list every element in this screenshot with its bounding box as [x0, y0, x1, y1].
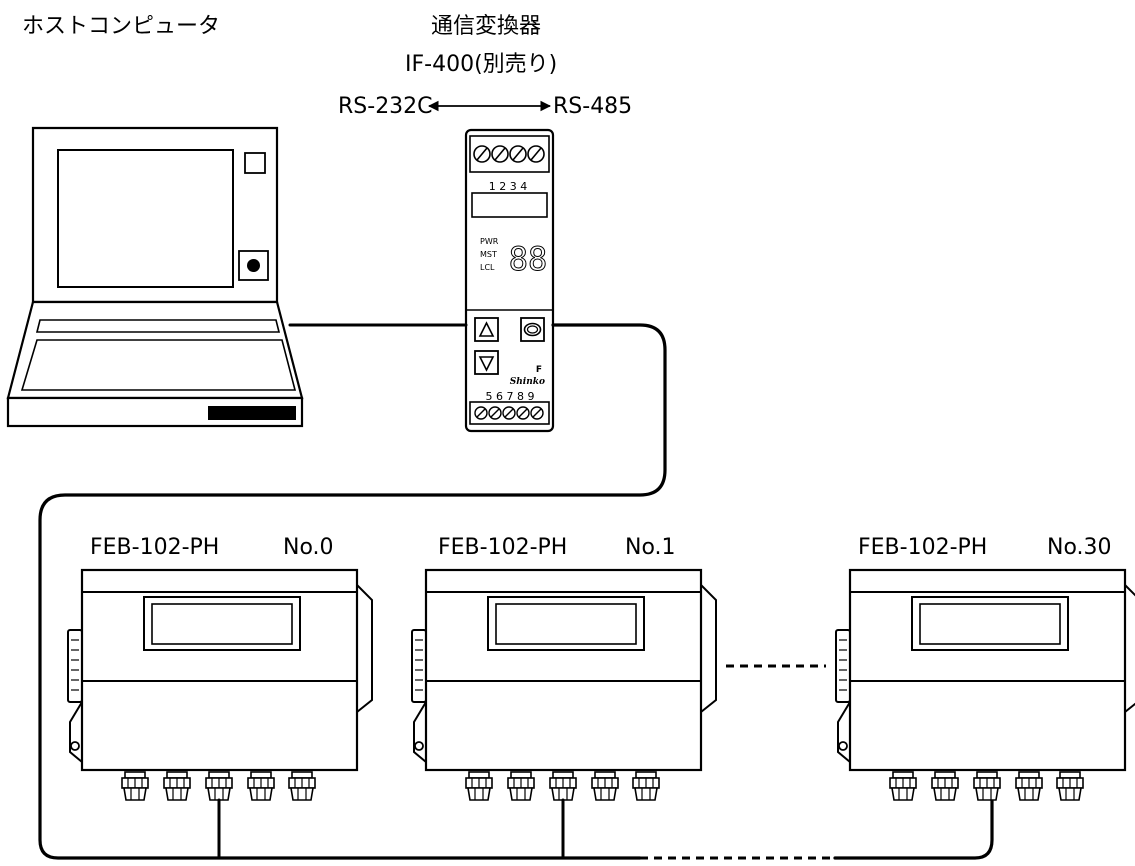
feb-unit-1-icon — [412, 570, 716, 800]
device-model-label: FEB-102-PH — [438, 535, 568, 560]
rs232-label: RS-232C — [338, 94, 433, 119]
bottom-terminal-numbers: 5 6 7 8 9 — [486, 390, 535, 403]
led-lcl-label: LCL — [480, 263, 495, 272]
device-number-label: No.1 — [625, 535, 676, 560]
device-model-label: FEB-102-PH — [90, 535, 220, 560]
rs485-bus-end — [833, 798, 994, 860]
feb-unit-0-icon — [68, 570, 372, 800]
top-terminal-numbers: 1 2 3 4 — [489, 180, 527, 193]
host-computer-label: ホストコンピュータ — [22, 14, 221, 39]
host-computer-icon — [6, 126, 304, 428]
svg-text:F: F — [536, 365, 542, 375]
led-pwr-label: PWR — [480, 237, 499, 246]
segment-display: 88 — [509, 240, 548, 278]
converter-model: IF-400(別売り) — [405, 52, 558, 77]
rs485-label: RS-485 — [553, 94, 633, 119]
brand-logo: Shinko — [510, 377, 545, 387]
converter-device-icon: 1 2 3 4 PWR MST LCL 88 F Shinko 5 6 7 8 … — [464, 128, 555, 433]
led-mst-label: MST — [480, 250, 497, 259]
device-number-label: No.0 — [283, 535, 334, 560]
rs485-bus-cable — [38, 323, 667, 860]
device-number-label: No.30 — [1047, 535, 1112, 560]
converter-title: 通信変換器 — [431, 14, 542, 39]
device-model-label: FEB-102-PH — [858, 535, 988, 560]
feb-unit-30-icon — [836, 570, 1135, 800]
